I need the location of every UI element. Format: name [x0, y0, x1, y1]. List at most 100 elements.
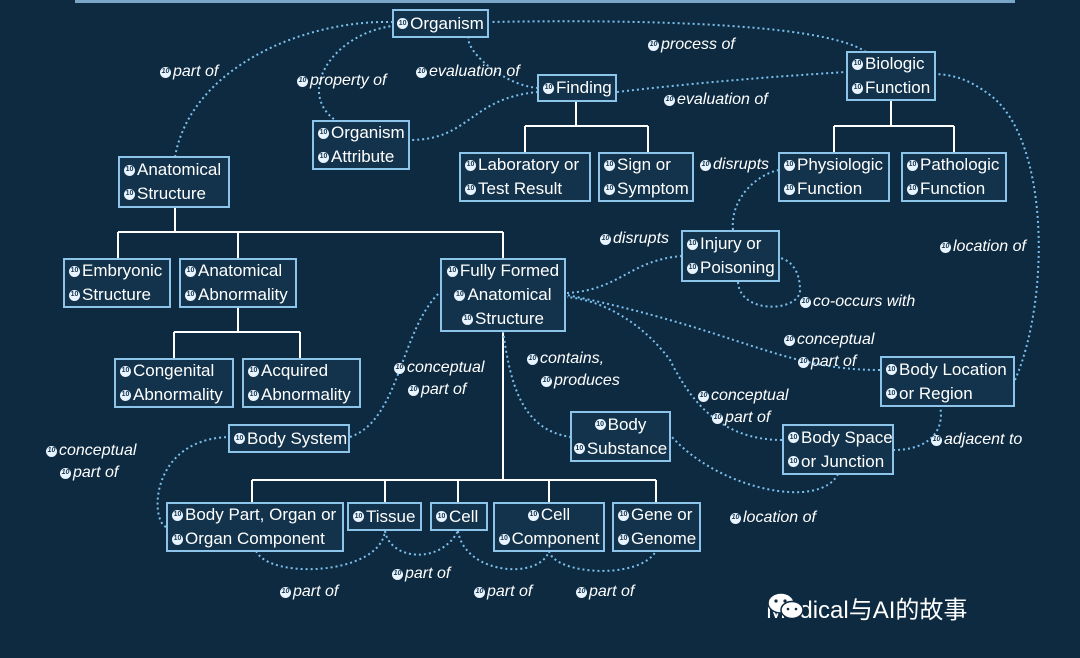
node-label-text: Structure: [475, 309, 544, 328]
relation-label-text: location of: [953, 238, 1026, 255]
node-label-text: Anatomical: [467, 285, 552, 304]
node-label-text: Abnormality: [261, 385, 351, 404]
semantic-type-badge-icon: 10: [576, 586, 587, 598]
semantic-type-badge-icon: 10: [436, 511, 447, 522]
node-label-text: Anatomical: [137, 160, 222, 179]
relation-label-text: evaluation of: [677, 91, 768, 108]
relation-label-text: part of: [725, 409, 771, 426]
semantic-type-badge-icon: 10: [886, 388, 897, 399]
semantic-type-badge-icon: 10: [416, 66, 427, 78]
semantic-type-badge-icon: 10: [124, 188, 135, 200]
semantic-type-badge-icon: 10: [788, 432, 799, 443]
relation-label-text: produces: [554, 372, 620, 389]
semantic-type-badge-icon: 10: [594, 419, 606, 430]
semantic-type-badge-icon: 10: [474, 586, 485, 598]
arc-location-of-1: [935, 73, 1040, 381]
node-label-text: Substance: [586, 438, 668, 458]
semantic-type-badge-icon: 10: [397, 18, 409, 29]
semantic-type-badge-icon: 10: [465, 159, 476, 171]
node-label-text: Acquired: [261, 361, 329, 380]
relation-label-text: part of: [405, 565, 451, 582]
semantic-type-badge-icon: 10: [712, 412, 723, 424]
semantic-type-badge-icon: 10: [541, 375, 552, 387]
tree-anatomical: [117, 207, 504, 258]
relation-label-text: disrupts: [613, 230, 670, 247]
arc-finding-attribute: [409, 91, 539, 141]
arc-evaluation-of-2: [616, 71, 847, 93]
semantic-type-badge-icon: 10: [160, 66, 171, 78]
semantic-type-badge-icon: 10: [784, 183, 795, 195]
relation-label-text: property of: [310, 72, 387, 89]
relation-label-text: conceptual: [711, 387, 789, 404]
arc-part-of-b3: [457, 530, 550, 571]
semantic-type-badge-icon: 10: [788, 456, 799, 467]
relation-label-text: evaluation of: [429, 63, 520, 80]
arc-co-occurs: [737, 257, 802, 308]
node-label-text: Tissue: [366, 506, 416, 526]
semantic-type-badge-icon: 10: [852, 58, 863, 70]
node-label-text: Abnormality: [133, 385, 223, 404]
node-label-text: Function: [797, 179, 863, 198]
node-label-text: or Region: [899, 383, 973, 403]
arc-part-of-b2: [384, 530, 459, 556]
relation-label-text: conceptual: [59, 442, 137, 459]
semantic-type-badge-icon: 10: [60, 467, 71, 479]
semantic-type-badge-icon: 10: [318, 151, 329, 163]
